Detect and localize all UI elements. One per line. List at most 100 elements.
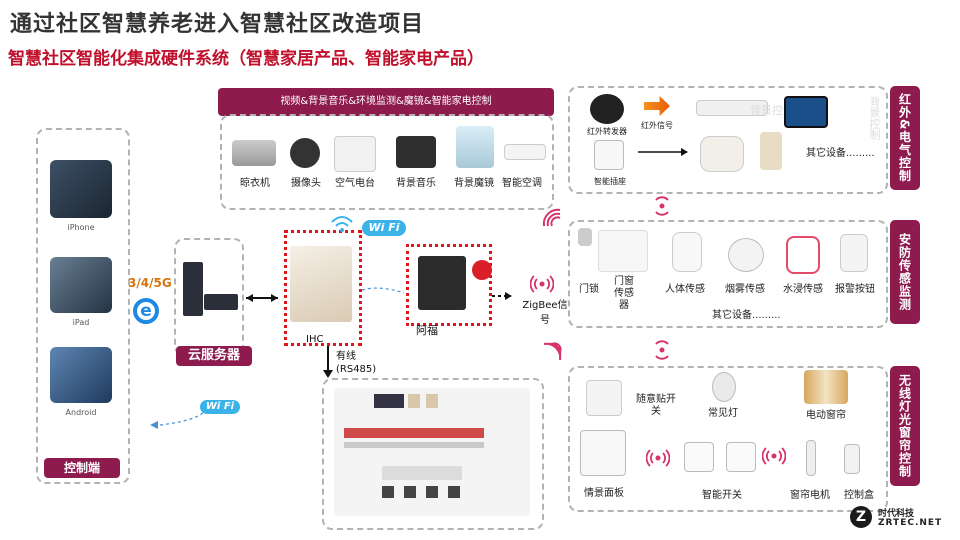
- security-item-label: 水浸传感: [783, 284, 823, 295]
- clothes-dryer-image: [232, 140, 276, 166]
- security-item-label: 报警按钮: [835, 284, 875, 295]
- security-item-label: 人体传感: [665, 284, 705, 295]
- camera-image: [290, 138, 320, 168]
- lighting-item-label: 电动窗帘: [806, 410, 846, 421]
- air-station-image: [334, 136, 376, 172]
- av-item-label: 晾衣机: [240, 178, 270, 189]
- wifi-badge-bottom: Wi Fi: [200, 400, 240, 414]
- signal-icon: [655, 340, 669, 360]
- lighting-item-label: 控制盒: [844, 490, 874, 501]
- motion-sensor-image: [672, 232, 702, 272]
- water-sensor-image: [786, 236, 820, 274]
- wifi-badge-top: Wi Fi: [362, 220, 406, 236]
- door-sensor-image: [598, 230, 648, 272]
- wired-control-diagram: [334, 388, 530, 516]
- smoke-sensor-image: [728, 238, 764, 272]
- curtain-image: [804, 370, 848, 404]
- av-item-label: 空气电台: [335, 178, 375, 189]
- av-item-label: 摄像头: [291, 178, 321, 189]
- lighting-item-label: 情景面板: [584, 488, 624, 499]
- signal-icon: [646, 449, 670, 467]
- door-lock-image: [578, 228, 592, 246]
- lighting-item-label: 窗帘电机: [790, 490, 830, 501]
- wired-label: 有线 (RS485): [336, 351, 377, 375]
- ir-ac-image: [696, 100, 768, 116]
- afu-label: 阿福: [416, 324, 438, 337]
- ihc-highlight: [284, 230, 362, 346]
- iphone-image: [50, 160, 112, 218]
- lamp-image: [712, 372, 736, 402]
- faded-side-text: 背景控制: [868, 96, 881, 140]
- android-image: [50, 347, 112, 403]
- security-other-devices: 其它设备.........: [712, 310, 781, 321]
- av-item-label: 背景魔镜: [454, 178, 494, 189]
- router-icon: [204, 294, 238, 310]
- cloud-server-label: 云服务器: [176, 346, 252, 366]
- ir-item-label: 红外信号: [641, 121, 673, 130]
- smart-socket-image: [594, 140, 624, 170]
- faded-background-control-text: 背景控制: [750, 104, 794, 117]
- security-item-label: 门锁: [579, 284, 599, 295]
- ir-item-label: 红外转发器: [587, 127, 627, 136]
- sticker-switch-image: [586, 380, 622, 416]
- ir-blaster-image: [590, 94, 624, 124]
- smart-switch-image-a: [684, 442, 714, 472]
- tv-image: [784, 96, 828, 128]
- ipad-label: iPad: [72, 318, 90, 327]
- zigbee-signal-icon: [530, 275, 554, 293]
- ir-panel-box: [568, 86, 888, 194]
- ir-side-label: 红外&电气控制: [890, 86, 920, 190]
- ipad-image: [50, 257, 112, 313]
- logo-url: ZRTEC.NET: [878, 518, 943, 528]
- control-box-image: [844, 444, 860, 474]
- signal-icon: [543, 342, 562, 361]
- page-title: 通过社区智慧养老进入智慧社区改造项目: [10, 12, 425, 37]
- iphone-label: iPhone: [67, 223, 95, 232]
- security-panel-box: [568, 220, 888, 328]
- afu-highlight: [406, 244, 492, 326]
- lighting-side-label: 无线灯光窗帘控制: [890, 366, 920, 486]
- scene-panel-image: [580, 430, 626, 476]
- ihc-label: IHC: [306, 334, 324, 345]
- lighting-item-label: 随意贴开关: [636, 394, 676, 417]
- android-label: Android: [65, 408, 97, 417]
- signal-icon: [762, 447, 786, 465]
- ihc-device: [290, 246, 352, 322]
- wifi-icon: [331, 216, 353, 232]
- av-item-label: 智能空调: [502, 178, 542, 189]
- ir-other-devices: 其它设备.........: [806, 148, 875, 159]
- signal-icon: [655, 196, 669, 216]
- lighting-item-label: 常见灯: [708, 408, 738, 419]
- av-panel-header: 视频&背景音乐&环境监测&魔镜&智能家电控制: [218, 88, 554, 116]
- afu-logo-icon: [472, 260, 492, 280]
- smart-ac-image: [504, 144, 546, 160]
- logo-icon: Z: [850, 506, 872, 528]
- security-item-label: 门窗传感器: [614, 276, 634, 311]
- zigbee-label: ZigBee信号: [522, 300, 568, 326]
- rice-cooker-image: [700, 136, 744, 172]
- smart-switch-image-b: [726, 442, 756, 472]
- air-purifier-image: [760, 132, 782, 170]
- alarm-button-image: [840, 234, 868, 272]
- security-side-label: 安防传感监测: [890, 220, 920, 324]
- magic-mirror-image: [456, 126, 494, 168]
- ir-item-label: 智能插座: [594, 177, 626, 186]
- lighting-item-label: 智能开关: [702, 490, 742, 501]
- afu-device: [418, 256, 466, 310]
- lighting-panel-box: [568, 366, 888, 512]
- browser-icon: e: [133, 298, 159, 324]
- av-panel-box: [220, 114, 554, 210]
- network-label: 3/4/5G: [128, 276, 172, 290]
- curtain-motor-image: [806, 440, 816, 476]
- control-end-label: 控制端: [44, 458, 120, 478]
- wired-control-box: [322, 378, 544, 530]
- page-subtitle: 智慧社区智能化集成硬件系统（智慧家居产品、智能家电产品）: [8, 49, 484, 69]
- av-item-label: 背景音乐: [396, 178, 436, 189]
- signal-icon: [542, 208, 561, 227]
- background-music-image: [396, 136, 436, 168]
- control-end-box: [36, 128, 130, 484]
- logo-name: 时代科技: [878, 509, 915, 519]
- security-item-label: 烟雾传感: [725, 284, 765, 295]
- server-icon: [183, 262, 203, 316]
